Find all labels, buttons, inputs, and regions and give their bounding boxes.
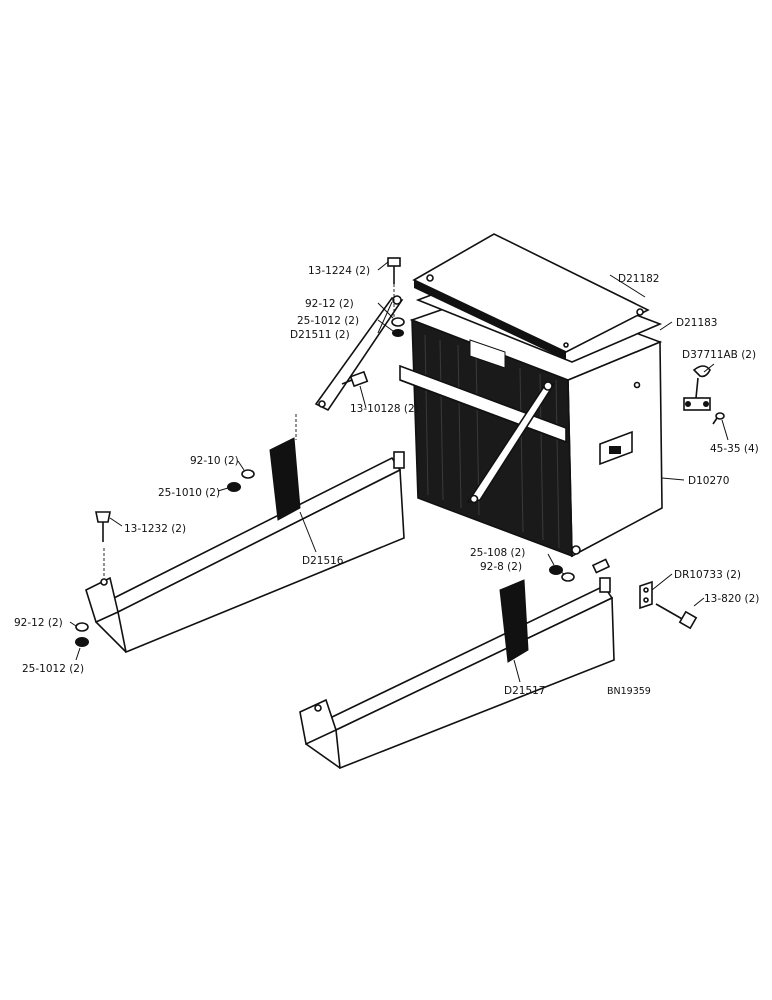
label-nut-25-1010: 25-1010 (2)	[158, 487, 220, 499]
bolt-13-1232	[95, 511, 111, 542]
label-bolt-13-10128: 13-10128 (2)	[350, 403, 419, 415]
drawing-number: BN19359	[607, 686, 651, 697]
label-bracket-dr10733: DR10733 (2)	[674, 569, 741, 581]
label-bolt-13-1224: 13-1224 (2)	[308, 265, 370, 277]
bracket-dr10733	[639, 580, 653, 610]
nut-25-1012-top	[392, 329, 404, 337]
battery-cover	[412, 233, 663, 363]
label-rail-d21516: D21516	[302, 555, 344, 567]
nut-25-1012-bottom	[75, 637, 89, 647]
clip-d37711ab	[683, 365, 711, 411]
label-washer-92-12-top: 92-12 (2)	[305, 298, 354, 310]
screw-45-35	[712, 412, 725, 425]
bolt-13-820	[655, 603, 698, 630]
leader-lines	[69, 261, 729, 683]
label-clip-d37711ab: D37711AB (2)	[682, 349, 756, 361]
label-nut-25-1012-top: 25-1012 (2)	[297, 315, 359, 327]
left-rail	[85, 437, 405, 654]
nut-25-108	[549, 565, 563, 575]
label-nut-25-108: 25-108 (2)	[470, 547, 525, 559]
washer-92-10	[241, 469, 255, 479]
washer-92-12-top	[391, 317, 405, 327]
label-screw-45-35: 45-35 (4)	[710, 443, 759, 455]
label-box-d10270: D10270	[688, 475, 730, 487]
label-washer-92-10: 92-10 (2)	[190, 455, 239, 467]
label-strap-d21511: D21511 (2)	[290, 329, 350, 341]
bolt-13-10128	[341, 370, 369, 388]
label-washer-92-8: 92-8 (2)	[480, 561, 522, 573]
label-bolt-13-820: 13-820 (2)	[704, 593, 759, 605]
hold-down-strap	[314, 295, 404, 412]
right-rail	[299, 577, 615, 770]
nut-25-1010	[227, 482, 241, 492]
label-insulator-d21183: D21183	[676, 317, 718, 329]
washer-92-12-bottom	[75, 622, 89, 632]
washer-92-8	[561, 572, 575, 582]
label-rail-d21517: D21517	[504, 685, 546, 697]
label-bolt-13-1232: 13-1232 (2)	[124, 523, 186, 535]
label-nut-25-1012-bottom: 25-1012 (2)	[22, 663, 84, 675]
label-cover-d21182: D21182	[618, 273, 660, 285]
label-washer-92-12-bottom: 92-12 (2)	[14, 617, 63, 629]
